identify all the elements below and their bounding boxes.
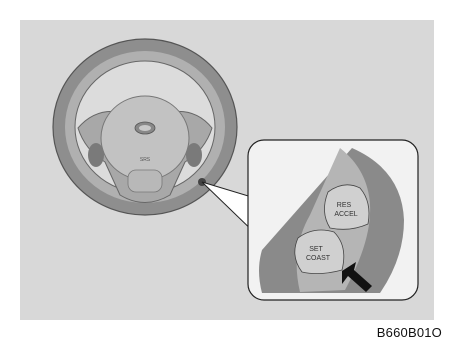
coast-label: COAST: [306, 255, 331, 262]
res-label: RES: [337, 202, 352, 209]
hub-label: SRS: [140, 157, 151, 163]
figure-code: B660B01O: [377, 325, 442, 340]
inset-detail: [248, 140, 418, 300]
accel-label: ACCEL: [334, 211, 357, 218]
set-label: SET: [309, 246, 323, 253]
